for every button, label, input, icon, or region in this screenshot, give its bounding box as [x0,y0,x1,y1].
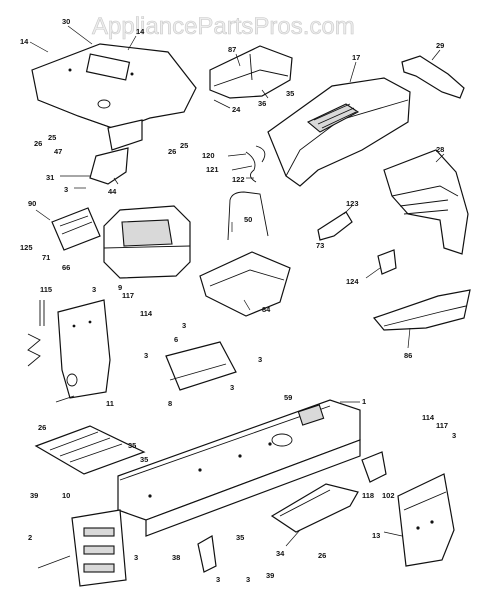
callout-115: 115 [40,285,52,294]
callout-117: 117 [122,291,134,300]
callout-86: 86 [404,351,412,360]
part-123-bracket [317,211,353,241]
callout-1: 1 [362,397,366,406]
callout-35: 35 [236,533,244,542]
part-87-dash-cover [209,45,293,99]
part-28-grille [383,149,469,255]
callout-17: 17 [352,53,360,62]
part-39-footrest [34,425,146,475]
callout-2: 2 [28,533,32,542]
callout-73: 73 [316,241,324,250]
callout-26: 26 [318,551,326,560]
callout-35: 35 [128,441,136,450]
callout-118: 118 [362,491,374,500]
callout-26: 26 [168,147,176,156]
callout-102: 102 [382,491,395,500]
callout-117: 117 [436,421,448,430]
part-6-battery-tray [165,341,237,391]
callout-120: 120 [202,151,215,160]
callout-29: 29 [436,41,444,50]
part-50-rod [227,191,269,241]
callout-3: 3 [144,351,148,360]
callout-3: 3 [64,185,68,194]
callout-121: 121 [206,165,219,174]
part-124-clip [377,249,397,275]
callout-38: 38 [172,553,180,562]
callout-34: 34 [276,549,285,558]
callout-10: 10 [62,491,70,500]
callout-84: 84 [262,305,271,314]
part-17-hood-body [267,77,411,187]
callout-39: 39 [266,571,274,580]
callout-125: 125 [20,243,33,252]
callout-124: 124 [346,277,359,286]
part-31-bracket [89,119,143,185]
callout-31: 31 [46,173,54,182]
callout-35: 35 [286,89,294,98]
callout-3: 3 [230,383,234,392]
watermark: AppliancePartsPros.com [92,13,355,40]
callout-14: 14 [20,37,29,46]
callout-3: 3 [182,321,186,330]
callout-114: 114 [140,309,153,318]
callout-28: 28 [436,145,444,154]
callout-90: 90 [28,199,36,208]
part-38-mount [197,535,217,573]
callout-36: 36 [258,99,266,108]
part-66-panel [51,207,101,251]
callout-123: 123 [346,199,359,208]
callout-25: 25 [48,133,56,142]
callout-3: 3 [452,431,456,440]
callout-114: 114 [422,413,435,422]
callout-11: 11 [106,399,114,408]
callout-30: 30 [62,17,70,26]
callout-122: 122 [232,175,245,184]
callout-71: 71 [42,253,50,262]
callout-6: 6 [174,335,178,344]
part-29-bracket [401,55,465,99]
callout-26: 26 [38,423,46,432]
callout-35: 35 [140,455,148,464]
callout-13: 13 [372,531,380,540]
part-86-side-panel [372,289,471,331]
callout-47: 47 [54,147,62,156]
part-9-fuel-tank [103,205,191,279]
callout-3: 3 [92,285,96,294]
callout-9: 9 [118,283,122,292]
callout-24: 24 [232,105,241,114]
part-34-step-plate [270,483,359,533]
part-13-side-plate [397,473,455,567]
callout-59: 59 [284,393,292,402]
callout-8: 8 [168,399,172,408]
callout-44: 44 [108,187,117,196]
callout-25: 25 [180,141,188,150]
part-2-front-plate [71,509,127,587]
callout-labels: 14 30 14 87 29 17 24 36 35 25 25 26 26 4… [20,17,456,584]
part-118-bracket [361,451,387,483]
callout-39: 39 [30,491,38,500]
callout-3: 3 [216,575,220,584]
callout-3: 3 [258,355,262,364]
callout-66: 66 [62,263,70,272]
callout-3: 3 [246,575,250,584]
callout-26: 26 [34,139,42,148]
callout-50: 50 [244,215,252,224]
part-84-seat-bracket [199,251,291,317]
callout-87: 87 [228,45,236,54]
part-120-cable [245,145,266,183]
callout-3: 3 [134,553,138,562]
leader-lines [29,25,445,569]
part-115-key-parts [27,300,45,367]
callout-14: 14 [136,27,145,36]
part-30-hood [31,43,197,131]
part-11-dash-panel [57,299,111,399]
